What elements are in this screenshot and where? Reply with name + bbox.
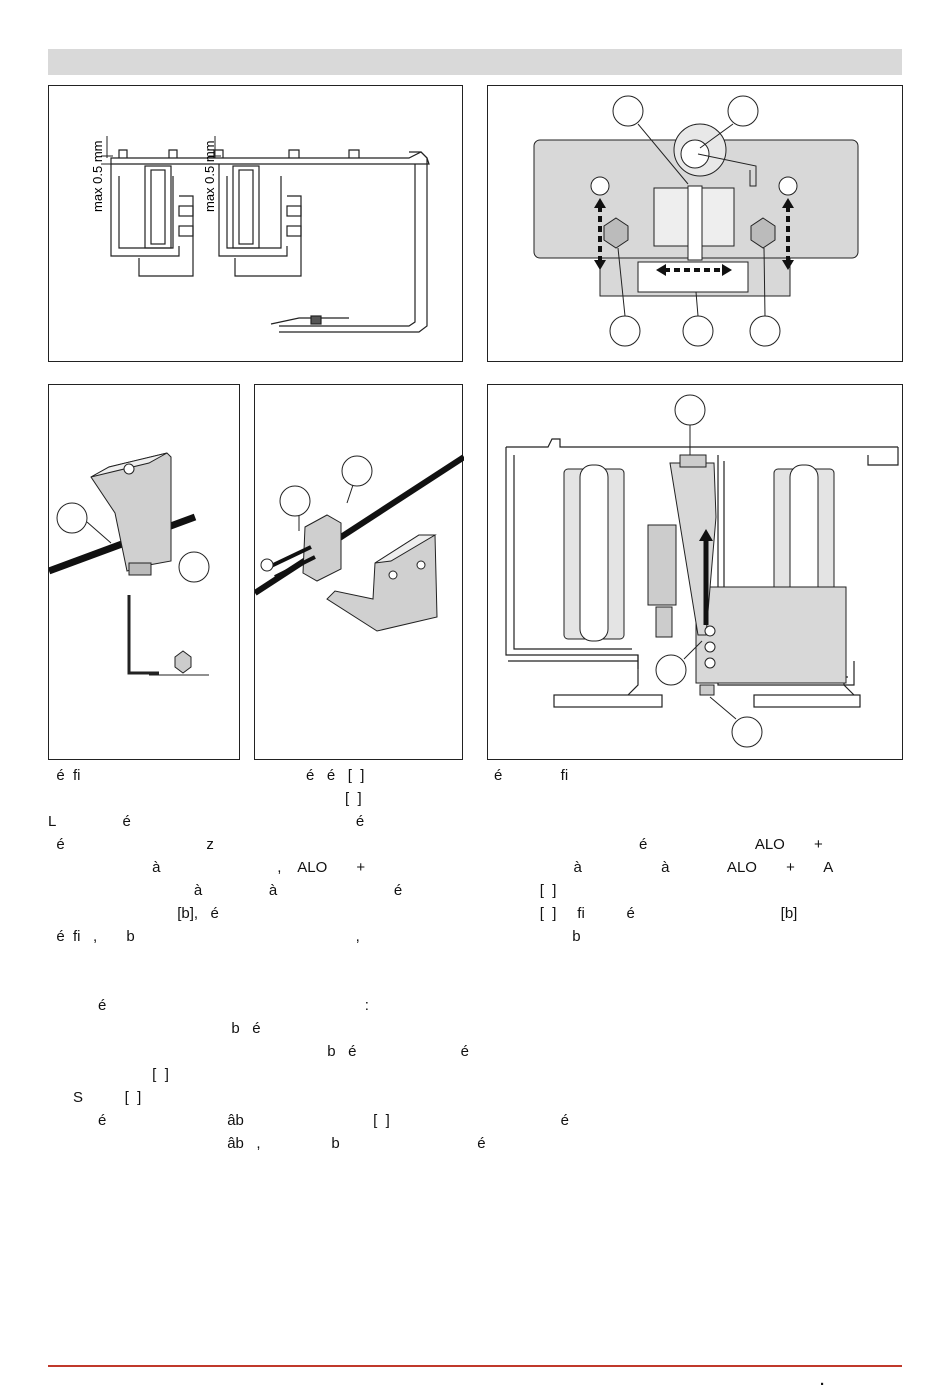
paragraph-2-line: é âb [ ] é — [48, 1112, 569, 1129]
paragraph-1-line: à , ALO + à à ALO + A — [48, 859, 834, 876]
footer-rule — [48, 1365, 902, 1367]
paragraph-2-line: b é é — [48, 1043, 469, 1060]
caption-figure-bracket-line2: [ ] — [345, 790, 362, 807]
figure-bracket-cable — [254, 384, 464, 760]
profile-clearance-drawing: max 0.5 mm max 0.5 mm — [90, 136, 430, 333]
paragraph-1-line: L é é — [48, 813, 365, 830]
footer-mark: . — [820, 1372, 825, 1389]
paragraph-2-line: âb , b é — [48, 1135, 486, 1152]
bracket-cable-drawing — [255, 454, 464, 632]
paragraph-2-line: é : — [48, 997, 369, 1014]
paragraph-1-line: à à é [ ] — [48, 882, 557, 899]
caption-figure-clamp: é fi — [48, 767, 81, 784]
paragraph-2-line: b é — [48, 1020, 261, 1037]
paragraph-1-line: é z é ALO + — [48, 836, 823, 853]
double-carriage-drawing — [505, 394, 899, 748]
figure-clamp-hexkey — [48, 384, 240, 760]
figure-adjustment-plate — [487, 85, 903, 362]
clamp-hexkey-drawing — [49, 452, 210, 676]
header-bar — [48, 49, 902, 75]
paragraph-2-line: [ ] — [48, 1066, 169, 1083]
figure-profile-clearance: max 0.5 mm max 0.5 mm — [48, 85, 463, 362]
figure-double-carriage — [487, 384, 903, 760]
paragraph-1-line: [b], é [ ] fi é [b] — [48, 905, 798, 922]
adjustment-plate-drawing — [533, 95, 859, 347]
paragraph-1-line: é fi , b , b — [48, 928, 581, 945]
caption-figure-bracket-line1: é é [ ] — [306, 767, 365, 784]
paragraph-2-line: S [ ] — [48, 1089, 142, 1106]
dimension-label-left: max 0.5 mm — [90, 140, 105, 212]
caption-figure-carriage: é fi — [494, 767, 569, 784]
dimension-label-right: max 0.5 mm — [202, 140, 217, 212]
